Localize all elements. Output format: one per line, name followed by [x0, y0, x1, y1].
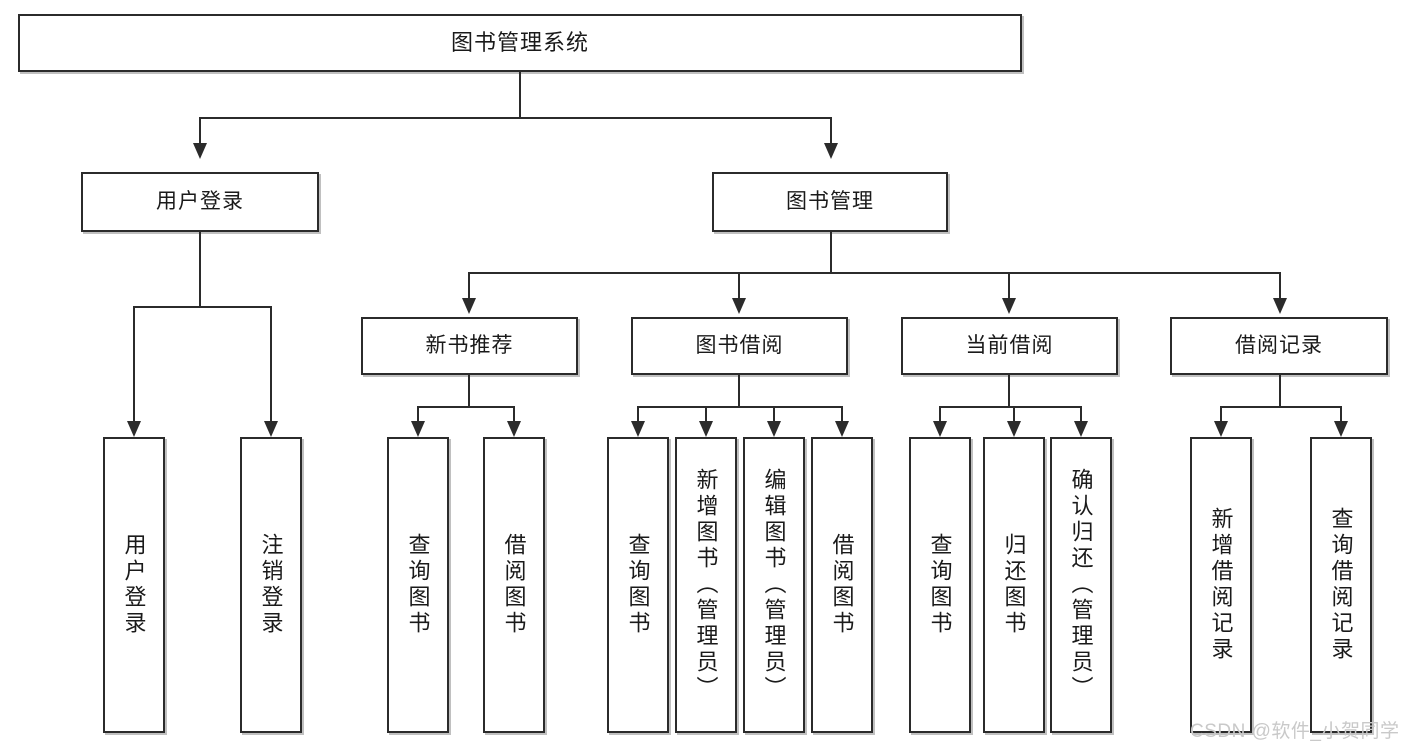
- arrowhead-leaf-confirm-return: [1074, 421, 1088, 437]
- connector-to-current-borrow: [1008, 272, 1010, 298]
- connector-to-book-borrow: [738, 272, 740, 298]
- arrowhead-leaf-user-login: [127, 421, 141, 437]
- node-label: 图书管理系统: [450, 29, 589, 55]
- connector-to-new-book-rec: [468, 272, 470, 298]
- arrowhead-leaf-logout: [264, 421, 278, 437]
- node-leaf-add-book[interactable]: 新增图书（管理员）: [675, 437, 737, 733]
- connector-borrow-record-bus: [1220, 406, 1341, 408]
- node-leaf-query-book-2[interactable]: 查询图书: [607, 437, 669, 733]
- node-borrow-record[interactable]: 借阅记录: [1170, 317, 1388, 375]
- node-label: 注销登录: [258, 533, 284, 637]
- node-current-borrow[interactable]: 当前借阅: [901, 317, 1118, 375]
- connector-bb-to-leaf-2: [705, 406, 707, 421]
- node-leaf-add-borrow-record[interactable]: 新增借阅记录: [1190, 437, 1252, 733]
- arrowhead-new-book-rec: [462, 298, 476, 314]
- connector-bb-to-leaf-3: [773, 406, 775, 421]
- node-label: 编辑图书（管理员）: [761, 468, 787, 702]
- node-leaf-logout[interactable]: 注销登录: [240, 437, 302, 733]
- connector-user-login-bus: [133, 306, 271, 308]
- connector-borrow-record-stem: [1279, 375, 1281, 406]
- arrowhead-leaf-borrow-book-2: [835, 421, 849, 437]
- node-label: 新增借阅记录: [1208, 507, 1234, 663]
- node-label: 查询借阅记录: [1328, 507, 1354, 663]
- node-label: 当前借阅: [965, 334, 1054, 358]
- connector-root-stem: [519, 72, 521, 117]
- connector-current-borrow-bus: [939, 406, 1082, 408]
- node-leaf-confirm-return[interactable]: 确认归还（管理员）: [1050, 437, 1112, 733]
- connector-user-login-stem: [199, 232, 201, 306]
- node-label: 归还图书: [1001, 533, 1027, 637]
- node-label: 新书推荐: [425, 334, 514, 358]
- connector-current-borrow-stem: [1008, 375, 1010, 406]
- node-label: 图书借阅: [695, 334, 784, 358]
- arrowhead-leaf-borrow-book-1: [507, 421, 521, 437]
- node-book-management-system[interactable]: 图书管理系统: [18, 14, 1022, 72]
- connector-new-book-rec-bus: [417, 406, 515, 408]
- node-new-book-recommend[interactable]: 新书推荐: [361, 317, 578, 375]
- connector-cb-to-leaf-1: [939, 406, 941, 421]
- connector-br-to-leaf-1: [1220, 406, 1222, 421]
- connector-book-borrow-stem: [738, 375, 740, 406]
- arrowhead-leaf-query-record: [1334, 421, 1348, 437]
- node-book-borrow[interactable]: 图书借阅: [631, 317, 848, 375]
- node-label: 新增图书（管理员）: [693, 468, 719, 702]
- connector-br-to-leaf-2: [1340, 406, 1342, 421]
- node-label: 查询图书: [625, 533, 651, 637]
- arrowhead-leaf-edit-book: [767, 421, 781, 437]
- node-label: 借阅记录: [1235, 334, 1323, 358]
- node-leaf-user-login[interactable]: 用户登录: [103, 437, 165, 733]
- node-leaf-query-book-1[interactable]: 查询图书: [387, 437, 449, 733]
- node-leaf-query-borrow-record[interactable]: 查询借阅记录: [1310, 437, 1372, 733]
- node-label: 查询图书: [405, 533, 431, 637]
- node-label: 用户登录: [156, 190, 244, 214]
- arrowhead-borrow-record: [1273, 298, 1287, 314]
- connector-cb-to-leaf-2: [1013, 406, 1015, 421]
- connector-bb-to-leaf-4: [841, 406, 843, 421]
- connector-root-to-book-manage: [830, 117, 832, 143]
- arrowhead-leaf-return-book: [1007, 421, 1021, 437]
- node-label: 查询图书: [927, 533, 953, 637]
- arrowhead-current-borrow: [1002, 298, 1016, 314]
- arrowhead-book-borrow: [732, 298, 746, 314]
- connector-bb-to-leaf-1: [637, 406, 639, 421]
- connector-book-manage-bus: [468, 272, 1280, 274]
- node-leaf-return-book[interactable]: 归还图书: [983, 437, 1045, 733]
- connector-book-manage-stem: [830, 232, 832, 272]
- node-leaf-edit-book[interactable]: 编辑图书（管理员）: [743, 437, 805, 733]
- arrowhead-user-login: [193, 143, 207, 159]
- node-label: 用户登录: [121, 533, 147, 637]
- connector-nbr-to-leaf-1: [417, 406, 419, 421]
- connector-user-login-to-leaf-login: [133, 306, 135, 421]
- arrowhead-leaf-query-book-1: [411, 421, 425, 437]
- connector-book-borrow-bus: [637, 406, 843, 408]
- node-leaf-borrow-book-2[interactable]: 借阅图书: [811, 437, 873, 733]
- connector-root-bus: [199, 117, 831, 119]
- node-label: 图书管理: [786, 190, 874, 214]
- arrowhead-book-manage: [824, 143, 838, 159]
- connector-cb-to-leaf-3: [1080, 406, 1082, 421]
- node-user-login[interactable]: 用户登录: [81, 172, 319, 232]
- node-label: 借阅图书: [501, 533, 527, 637]
- arrowhead-leaf-query-book-2: [631, 421, 645, 437]
- connector-nbr-to-leaf-2: [513, 406, 515, 421]
- watermark-text: CSDN @软件_小贺同学: [1190, 721, 1400, 742]
- node-label: 借阅图书: [829, 533, 855, 637]
- arrowhead-leaf-add-book: [699, 421, 713, 437]
- node-label: 确认归还（管理员）: [1068, 468, 1094, 702]
- connector-root-to-user-login: [199, 117, 201, 143]
- arrowhead-leaf-add-record: [1214, 421, 1228, 437]
- connector-new-book-rec-stem: [468, 375, 470, 406]
- node-leaf-query-book-3[interactable]: 查询图书: [909, 437, 971, 733]
- node-leaf-borrow-book-1[interactable]: 借阅图书: [483, 437, 545, 733]
- connector-user-login-to-leaf-logout: [270, 306, 272, 421]
- connector-to-borrow-record: [1279, 272, 1281, 298]
- arrowhead-leaf-query-book-3: [933, 421, 947, 437]
- node-book-management[interactable]: 图书管理: [712, 172, 948, 232]
